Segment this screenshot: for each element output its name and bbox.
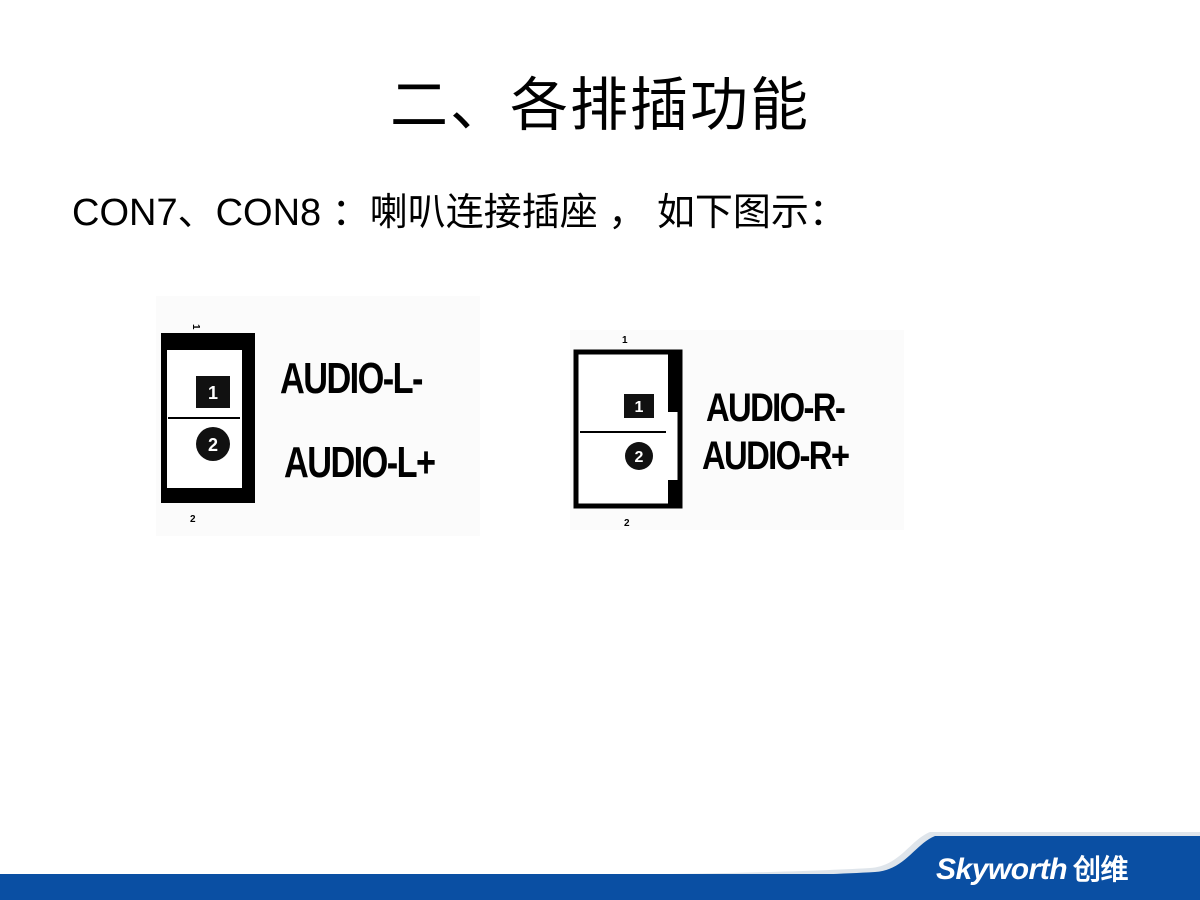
pin1-marker: 1 <box>190 324 201 330</box>
pin2-marker: 2 <box>190 514 196 525</box>
connector-housing-left: 1 1 2 2 <box>161 324 255 525</box>
pin-1-pad <box>196 376 230 408</box>
pin2-marker: 2 <box>624 518 630 529</box>
pin-1-signal-label: AUDIO-R- <box>706 386 846 430</box>
brand-name-cn: 创维 <box>1073 854 1129 885</box>
svg-text:1: 1 <box>635 399 644 416</box>
pin-2-signal-label: AUDIO-L+ <box>284 438 436 487</box>
pin-2-pad <box>196 427 230 461</box>
pin1-marker: 1 <box>622 335 628 346</box>
pin-2-pad <box>625 442 653 470</box>
pin-1-pad <box>624 394 654 418</box>
connector-diagram-left: 1 1 2 2 AUDIO-L- AUDIO-L+ <box>156 296 480 536</box>
svg-text:2: 2 <box>208 435 218 455</box>
connector-diagram-right: 1 1 2 2 AUDIO-R- AUDIO-R+ <box>570 330 904 530</box>
svg-text:2: 2 <box>635 449 644 466</box>
connector-housing-right: 1 1 2 2 <box>573 335 683 529</box>
slide-title: 二、各排插功能 <box>389 71 810 139</box>
pin-2-signal-label: AUDIO-R+ <box>702 434 850 478</box>
pin-1-signal-label: AUDIO-L- <box>280 354 423 403</box>
svg-text:1: 1 <box>208 383 218 403</box>
slide-subtitle: CON7、CON8 ：喇叭连接插座 ， 如下图示： <box>72 192 847 234</box>
footer-bar <box>0 874 1200 900</box>
brand-name: Skyworth <box>936 853 1068 886</box>
